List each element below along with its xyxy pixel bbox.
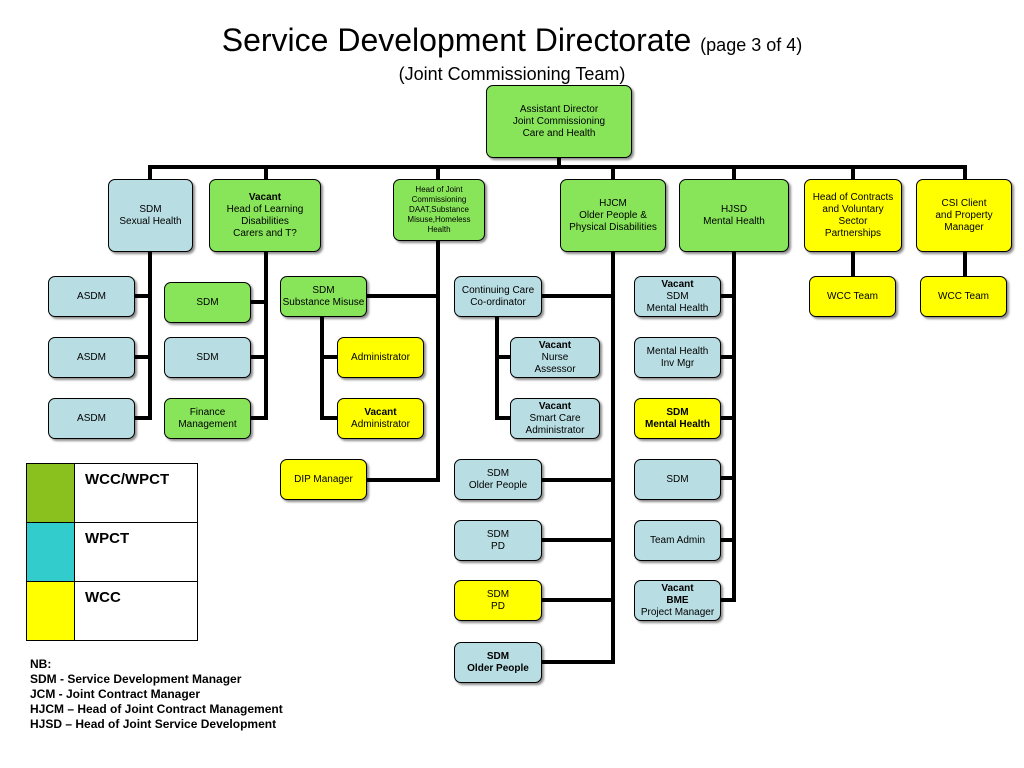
- team-admin-box: Team Admin: [634, 520, 721, 561]
- legend-row-wpct: WPCT: [26, 522, 198, 582]
- ld-sdm-box-1: SDM: [164, 282, 251, 323]
- asdm-box-2: ASDM: [48, 337, 135, 378]
- page-subtitle: (Joint Commissioning Team): [398, 64, 626, 84]
- legend-swatch-wcc: [26, 581, 75, 641]
- legend-swatch-wcc-wpct: [26, 463, 75, 523]
- note-line: JCM - Joint Contract Manager: [30, 687, 201, 701]
- abbreviation-notes: NB: SDM - Service Development Manager JC…: [30, 657, 283, 732]
- dip-manager-box: DIP Manager: [280, 459, 367, 500]
- asdm-box-3: ASDM: [48, 398, 135, 439]
- sdm-box-mh: SDM: [634, 459, 721, 500]
- notes-heading: NB:: [30, 657, 52, 671]
- wcc-team-box-1: WCC Team: [809, 276, 896, 317]
- page-title: Service Development Directorate (page 3 …: [0, 20, 1024, 65]
- note-line: HJSD – Head of Joint Service Development: [30, 717, 277, 731]
- legend-row-wcc-wpct: WCC/WPCT: [26, 463, 198, 523]
- legend-label-wpct: WPCT: [74, 522, 198, 582]
- legend-label-wcc: WCC: [74, 581, 198, 641]
- legend-label-wcc-wpct: WCC/WPCT: [74, 463, 198, 523]
- page-number: (page 3 of 4): [700, 35, 803, 55]
- note-line: HJCM – Head of Joint Contract Management: [30, 702, 283, 716]
- legend-swatch-wpct: [26, 522, 75, 582]
- note-line: SDM - Service Development Manager: [30, 672, 242, 686]
- asdm-box-1: ASDM: [48, 276, 135, 317]
- legend-row-wcc: WCC: [26, 581, 198, 641]
- title-text: Service Development Directorate: [221, 22, 692, 58]
- wcc-team-box-2: WCC Team: [920, 276, 1007, 317]
- color-legend: WCC/WPCT WPCT WCC: [26, 463, 198, 641]
- ld-sdm-box-2: SDM: [164, 337, 251, 378]
- administrator-box: Administrator: [337, 337, 424, 378]
